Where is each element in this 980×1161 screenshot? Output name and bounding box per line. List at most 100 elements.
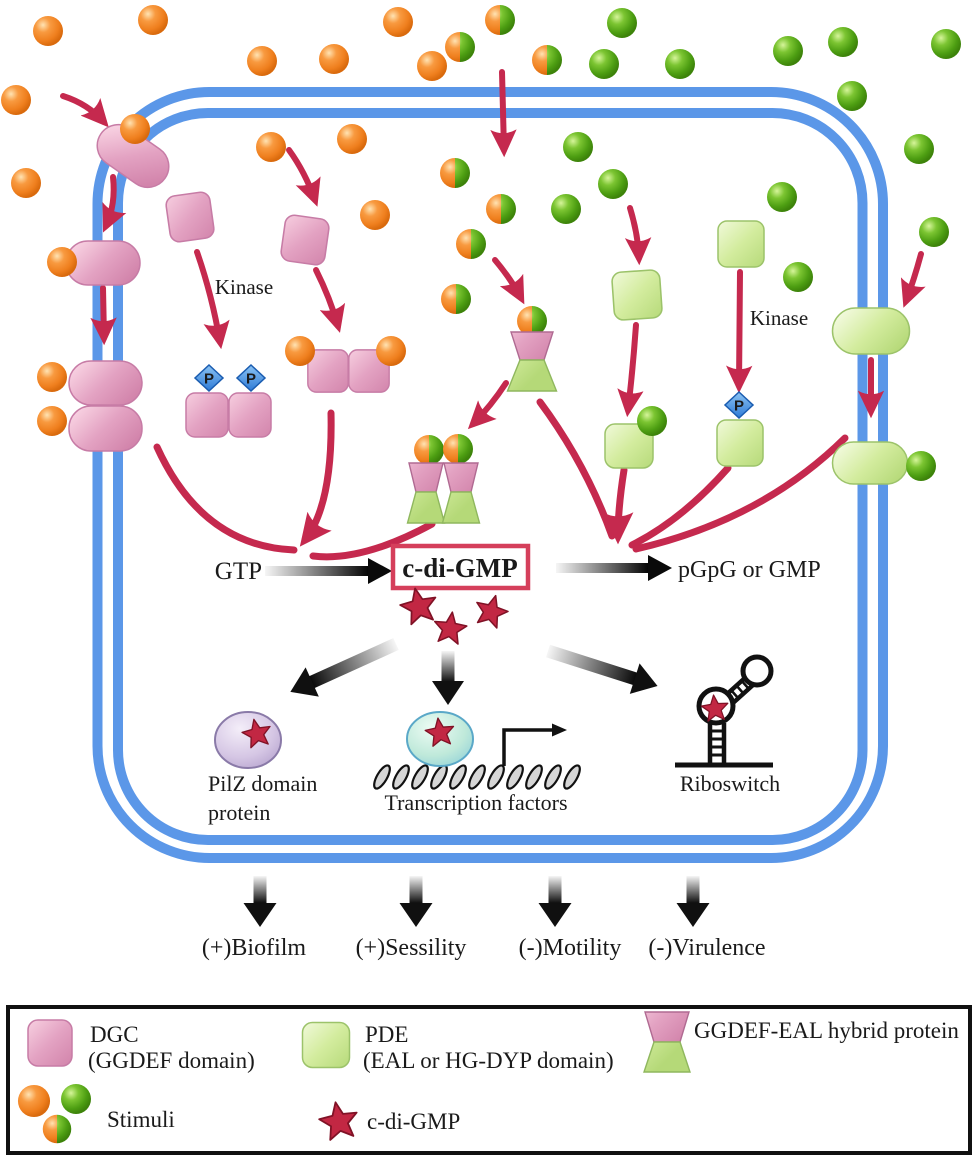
- stimulus-orange: [256, 132, 286, 162]
- stimulus-green: [773, 36, 803, 66]
- curve-from-pde-sphere: [602, 466, 634, 545]
- stimulus-orange-bound: [47, 247, 77, 277]
- stimulus-half: [456, 229, 486, 259]
- pde-with-stimulus: [604, 423, 654, 469]
- legend-stimulus-orange: [17, 1084, 51, 1118]
- legend-dgc-icon: [27, 1019, 73, 1067]
- curve-from-membrane-dgc: [153, 443, 298, 554]
- stimulus-green: [828, 27, 858, 57]
- stimuli-spheres: [1, 5, 961, 481]
- legend: DGC (GGDEF domain) PDE (EAL or HG-DYP do…: [6, 1005, 972, 1155]
- legend-pde-title: PDE: [365, 1022, 408, 1047]
- curve-from-dgc-dimer: [299, 409, 335, 547]
- dna-helix: [373, 764, 581, 790]
- stimulus-orange: [417, 51, 447, 81]
- stimulus-green: [931, 29, 961, 59]
- arrow-stimulus-entry-center: [490, 69, 517, 158]
- dgc-transmembrane-1: [65, 240, 141, 286]
- kinase-label-left: Kinase: [215, 275, 273, 299]
- arrow-dgc-to-dimer: [313, 267, 346, 333]
- transcription-label: Transcription factors: [384, 790, 567, 815]
- stimulus-green: [919, 217, 949, 247]
- stimulus-half-on-hybrid-dimer-2: [443, 434, 473, 464]
- legend-pde-domain: (EAL or HG-DYP domain): [363, 1048, 614, 1073]
- legend-stimuli-label: Stimuli: [107, 1107, 175, 1132]
- synthesis-converging-arrows: [153, 409, 436, 561]
- stimulus-half: [486, 194, 516, 224]
- legend-dgc-domain: (GGDEF domain): [88, 1048, 255, 1073]
- legend-dgc-title: DGC: [90, 1022, 139, 1047]
- stimulus-green: [598, 169, 628, 199]
- stimulus-orange: [337, 124, 367, 154]
- transcription-start-arrow: [502, 723, 567, 766]
- stimulus-green: [837, 81, 867, 111]
- output-arrow-biofilm: [243, 876, 277, 927]
- pgpg-label: pGpG or GMP: [678, 557, 821, 583]
- dgc-transmembrane-dimer: [68, 360, 143, 452]
- output-label-sessility: (+)Sessility: [356, 935, 467, 961]
- gtp-label: GTP: [215, 558, 262, 585]
- riboswitch-label: Riboswitch: [680, 771, 780, 796]
- stimulus-orange-bound: [376, 336, 406, 366]
- stimulus-orange: [33, 16, 63, 46]
- legend-stimulus-green: [61, 1084, 91, 1114]
- stimulus-orange: [120, 114, 150, 144]
- cdigmp-star: [470, 590, 512, 631]
- arrow-stimulus-to-receptor: [60, 93, 109, 128]
- kinase-label-right: Kinase: [750, 306, 808, 330]
- pilz-label-line1: PilZ domain: [208, 771, 317, 796]
- stimulus-orange-bound: [285, 336, 315, 366]
- arrow-kinase-left: [194, 249, 230, 350]
- arrow-green-to-channel: [900, 251, 926, 308]
- transcription-factor-protein: [406, 711, 474, 767]
- phosphate-diamond-2: [236, 364, 266, 392]
- output-label-virulence: (-)Virulence: [648, 935, 765, 961]
- stimulus-green: [904, 134, 934, 164]
- arrow-receptor-down-2: [90, 285, 117, 346]
- pilz-label-line2: protein: [208, 800, 270, 825]
- output-label-biofilm: (+)Biofilm: [202, 935, 307, 961]
- stimulus-orange-bound: [37, 362, 67, 392]
- curve-from-pde-p: [628, 464, 732, 549]
- curve-from-hybrid: [536, 398, 616, 540]
- curve-from-channel: [632, 434, 849, 553]
- cdigmp-box: c-di-GMP: [390, 543, 531, 591]
- stimulus-orange: [138, 5, 168, 35]
- stimulus-orange: [11, 168, 41, 198]
- arrow-to-riboswitch: [546, 644, 658, 694]
- signal-arrows: [60, 69, 926, 430]
- dgc-phospho-dimer-b: [228, 392, 272, 438]
- cdigmp-star: [396, 583, 441, 627]
- output-arrow-virulence: [676, 876, 710, 927]
- stimulus-green: [783, 262, 813, 292]
- arrow-pde-down: [617, 322, 644, 418]
- pilz-domain-protein: [214, 711, 282, 769]
- arrow-to-hybrid: [492, 257, 525, 305]
- curve-from-hybrid-dimer: [309, 520, 436, 561]
- arrow-to-transcription: [432, 651, 464, 705]
- stimulus-green-bound: [906, 451, 936, 481]
- arrow-to-pilz: [290, 638, 399, 697]
- stimulus-half: [440, 158, 470, 188]
- dgc-monomer-2: [279, 213, 331, 267]
- stimulus-green: [551, 194, 581, 224]
- stimulus-half-on-hybrid-dimer-1: [414, 435, 444, 465]
- arrow-kinase-right: [725, 269, 753, 394]
- legend-stimulus-half: [42, 1114, 72, 1144]
- cdigmp-to-pgpg-arrow: [556, 555, 672, 581]
- cdigmp-box-label: c-di-GMP: [402, 553, 517, 583]
- pde-transmembrane-1: [831, 307, 911, 355]
- phosphate-diamond-1: [194, 364, 224, 392]
- output-label-motility: (-)Motility: [519, 935, 622, 961]
- output-arrow-sessility: [399, 876, 433, 927]
- pde-monomer-1: [610, 268, 664, 322]
- degradation-converging-arrows: [536, 398, 849, 553]
- stimulus-orange: [319, 44, 349, 74]
- legend-hybrid-icon: [643, 1011, 691, 1073]
- stimulus-green-bound: [637, 406, 667, 436]
- stimulus-green: [767, 182, 797, 212]
- cdigmp-star: [431, 609, 470, 646]
- stimulus-green: [563, 132, 593, 162]
- dgc-phospho-dimer-a: [185, 392, 229, 438]
